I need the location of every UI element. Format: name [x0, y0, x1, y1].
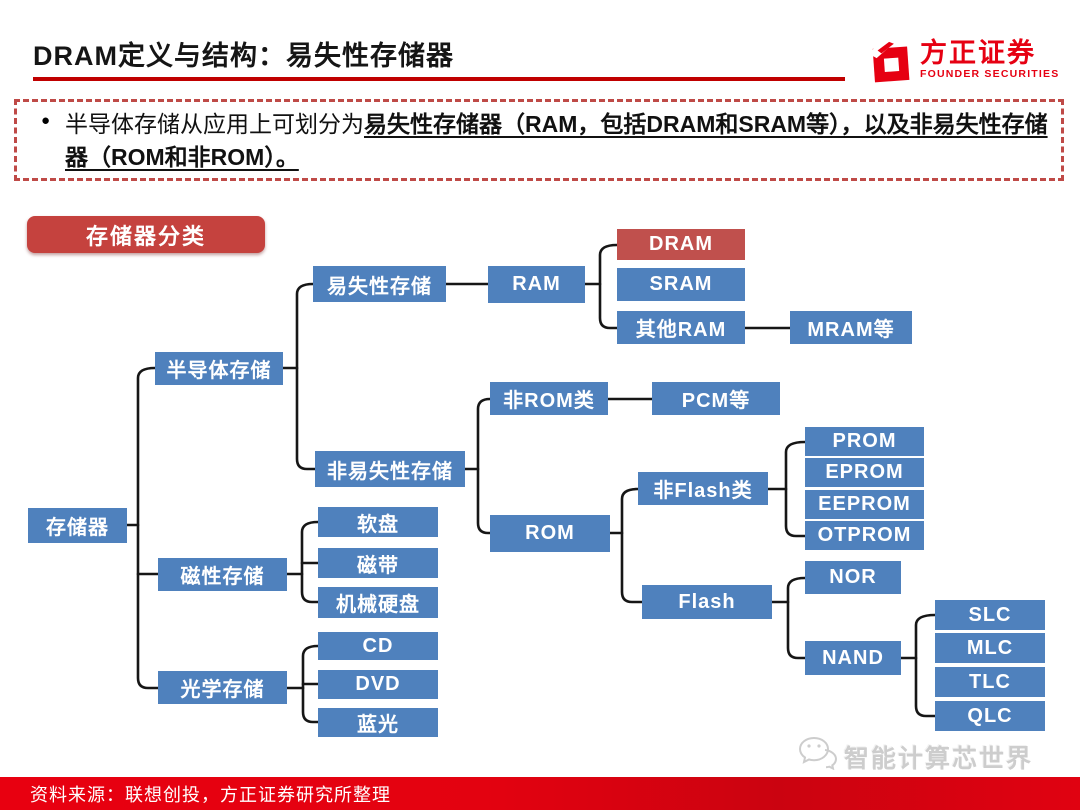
node-nonvolatile-storage: 非易失性存储 — [315, 451, 465, 487]
founder-logo-icon — [868, 38, 914, 91]
node-floppy-disk: 软盘 — [318, 507, 438, 537]
node-hdd: 机械硬盘 — [318, 587, 438, 618]
watermark-text: 智能计算芯世界 — [844, 744, 1034, 773]
node-blu-ray: 蓝光 — [318, 708, 438, 737]
logo-name: 方正证券 — [920, 38, 1036, 68]
node-volatile-storage: 易失性存储 — [313, 266, 446, 302]
wechat-icon — [798, 736, 838, 777]
node-magnetic-tape: 磁带 — [318, 548, 438, 578]
node-other-ram: 其他RAM — [617, 311, 745, 344]
page-title: DRAM定义与结构：易失性存储器 — [33, 41, 454, 71]
source-bar: 资料来源：联想创投，方正证券研究所整理 — [0, 777, 1080, 810]
summary-callout: ● 半导体存储从应用上可划分为易失性存储器（RAM，包括DRAM和SRAM等），… — [14, 99, 1064, 181]
node-dvd: DVD — [318, 670, 438, 699]
node-sram: SRAM — [617, 268, 745, 301]
logo-subtitle: FOUNDER SECURITIES — [920, 68, 1060, 80]
source-text: 资料来源：联想创投，方正证券研究所整理 — [30, 784, 391, 805]
node-rom: ROM — [490, 515, 610, 552]
node-qlc: QLC — [935, 701, 1045, 731]
node-non-rom-class: 非ROM类 — [490, 382, 608, 415]
node-slc: SLC — [935, 600, 1045, 630]
node-prom: PROM — [805, 427, 924, 456]
summary-text: 半导体存储从应用上可划分为易失性存储器（RAM，包括DRAM和SRAM等），以及… — [65, 111, 1048, 170]
node-ram: RAM — [488, 266, 585, 303]
node-magnetic-storage: 磁性存储 — [158, 558, 287, 591]
watermark: 智能计算芯世界 — [798, 736, 1033, 777]
node-dram: DRAM — [617, 229, 745, 260]
node-otprom: OTPROM — [805, 521, 924, 550]
title-underline — [33, 77, 845, 81]
node-tlc: TLC — [935, 667, 1045, 697]
diagram-title-badge: 存储器分类 — [27, 216, 265, 253]
node-semiconductor-storage: 半导体存储 — [155, 352, 283, 385]
node-memory: 存储器 — [28, 508, 127, 543]
node-mram-etc: MRAM等 — [790, 311, 912, 344]
node-mlc: MLC — [935, 633, 1045, 663]
node-eprom: EPROM — [805, 458, 924, 487]
node-cd: CD — [318, 632, 438, 660]
node-eeprom: EEPROM — [805, 490, 924, 519]
node-optical-storage: 光学存储 — [158, 671, 287, 704]
bullet-icon: ● — [41, 112, 51, 129]
node-nand: NAND — [805, 641, 901, 675]
node-nor: NOR — [805, 561, 901, 594]
founder-securities-logo: 方正证券 FOUNDER SECURITIES — [868, 38, 1059, 91]
node-flash: Flash — [642, 585, 772, 619]
summary-emphasis: 易失性存储器（RAM，包括DRAM和SRAM等），以及非易失性存储器（ROM和非… — [65, 111, 1048, 170]
node-pcm-etc: PCM等 — [652, 382, 780, 415]
node-non-flash-class: 非Flash类 — [638, 472, 768, 505]
